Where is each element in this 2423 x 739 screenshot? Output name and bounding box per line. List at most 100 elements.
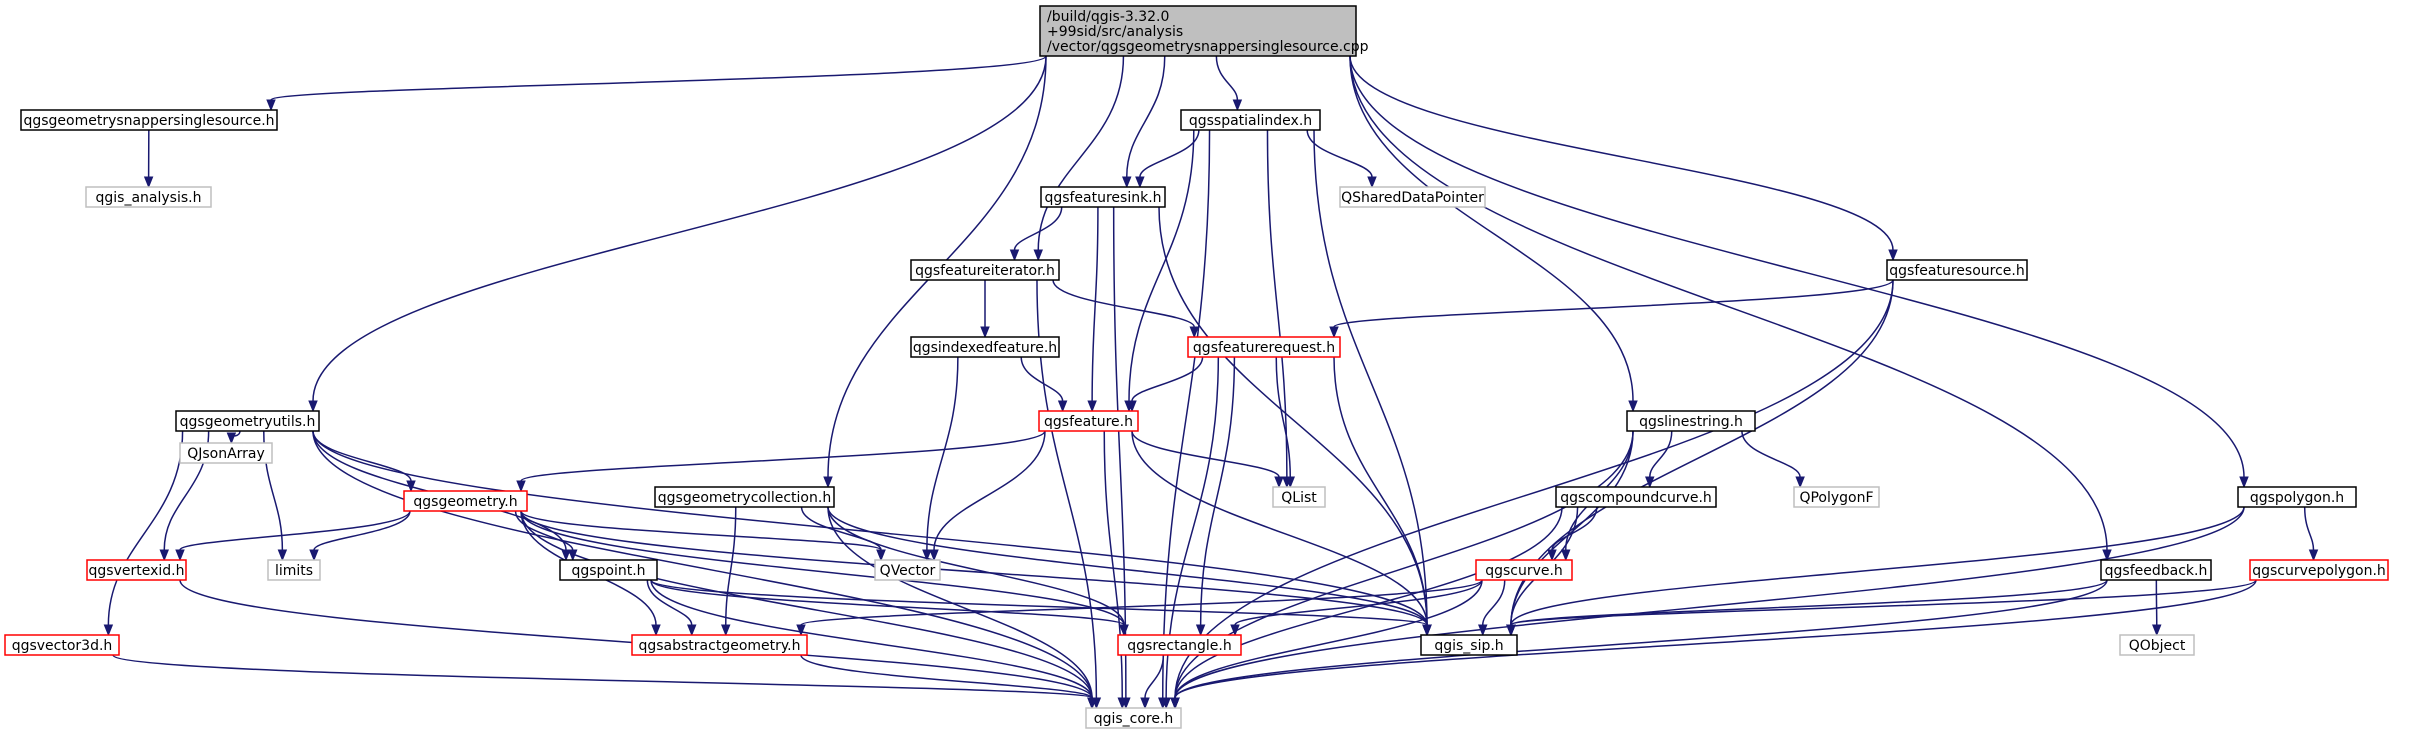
node-box — [1793, 486, 1880, 508]
node-qobject[interactable]: QObject — [2119, 634, 2195, 656]
nodes-layer: /build/qgis-3.32.0+99sid/src/analysis/ve… — [4, 5, 2389, 729]
node-label: QPolygonF — [1799, 490, 1873, 506]
edge-spatialindex-to-qgis_core — [1158, 129, 1211, 710]
node-snapper_h[interactable]: qgsgeometrysnappersinglesource.h — [20, 109, 278, 131]
edge-snapper_h-to-qgis_analysis — [143, 129, 154, 189]
edge-featurerequest-to-qlist — [1275, 356, 1295, 489]
edge-abstractgeometry-to-qgis_core — [800, 654, 1097, 710]
edge-root-to-snapper_h — [266, 55, 1047, 112]
node-vector3d[interactable]: qgsvector3d.h — [4, 634, 120, 656]
edge-root-to-feedback — [1349, 55, 2112, 562]
node-box — [910, 259, 1060, 281]
edge-feature-to-qvector — [929, 430, 1046, 562]
node-feedback[interactable]: qgsfeedback.h — [2100, 559, 2212, 581]
node-box — [1040, 186, 1166, 208]
edge-root-to-featuresource — [1349, 55, 1898, 262]
node-box — [2119, 634, 2195, 656]
edge-compoundcurve-to-curve — [1547, 506, 1598, 562]
node-qvector[interactable]: QVector — [874, 559, 941, 581]
edge-geometryutils-to-qgis_core — [312, 430, 1097, 710]
node-box — [2100, 559, 2212, 581]
node-compoundcurve[interactable]: qgscompoundcurve.h — [1555, 486, 1717, 508]
node-label: qgis_sip.h — [1434, 638, 1503, 654]
node-label: QVector — [880, 563, 936, 579]
edge-featuresource-to-qgis_sip — [1506, 279, 1894, 637]
edge-spatialindex-to-feature — [1124, 129, 1195, 413]
node-feature[interactable]: qgsfeature.h — [1038, 410, 1139, 432]
node-box — [1339, 186, 1486, 208]
node-curve[interactable]: qgscurve.h — [1475, 559, 1573, 581]
edge-featuresource-to-featurerequest — [1329, 279, 1894, 339]
edge-linestring-to-qpolygonf — [1741, 430, 1805, 489]
node-featureiterator[interactable]: qgsfeatureiterator.h — [910, 259, 1060, 281]
node-qpolygonf[interactable]: QPolygonF — [1793, 486, 1880, 508]
node-geometryutils[interactable]: qgsgeometryutils.h — [175, 410, 320, 432]
edge-featureiterator-to-indexedfeature — [980, 280, 990, 339]
node-qjsonarray[interactable]: QJsonArray — [179, 442, 273, 464]
node-featurerequest[interactable]: qgsfeaturerequest.h — [1187, 336, 1341, 358]
node-box — [910, 336, 1060, 358]
node-qgis_core[interactable]: qgis_core.h — [1085, 707, 1182, 729]
node-abstractgeometry[interactable]: qgsabstractgeometry.h — [631, 634, 808, 656]
edge-point-to-abstractgeometry — [646, 579, 697, 637]
edge-featuresink-to-qgis_sip — [1158, 206, 1432, 637]
node-box — [1085, 707, 1182, 729]
node-qgis_analysis[interactable]: qgis_analysis.h — [85, 186, 212, 208]
node-box — [86, 559, 187, 581]
node-label: qgsfeature.h — [1044, 414, 1133, 430]
node-label: QSharedDataPointer — [1341, 190, 1484, 206]
node-label: qgsrectangle.h — [1127, 638, 1231, 654]
edge-point-to-qgis_sip — [650, 579, 1432, 637]
edge-compoundcurve-to-qgis_core — [1170, 506, 1563, 710]
node-curvepolygon[interactable]: qgscurvepolygon.h — [2249, 559, 2389, 581]
node-box — [175, 410, 320, 432]
node-qgis_sip[interactable]: qgis_sip.h — [1420, 634, 1518, 656]
edge-geometry-to-limits — [309, 510, 411, 562]
node-label: QObject — [2129, 638, 2186, 654]
node-box — [874, 559, 941, 581]
node-qshareddatapointer[interactable]: QSharedDataPointer — [1339, 186, 1486, 208]
node-label: qgsgeometry.h — [413, 494, 517, 510]
edge-geometryutils-to-qgis_sip — [312, 430, 1432, 637]
node-geometrycollection[interactable]: qgsgeometrycollection.h — [654, 486, 835, 508]
node-label: qgsfeatureiterator.h — [915, 263, 1055, 279]
node-qlist[interactable]: QList — [1272, 486, 1326, 508]
node-limits[interactable]: limits — [267, 559, 321, 581]
node-label: QJsonArray — [187, 446, 265, 462]
node-box — [1420, 634, 1518, 656]
node-label: qgsvertexid.h — [89, 563, 185, 579]
node-featuresource[interactable]: qgsfeaturesource.h — [1886, 259, 2028, 281]
node-root[interactable]: /build/qgis-3.32.0+99sid/src/analysis/ve… — [1039, 5, 1369, 57]
edge-root-to-geometryutils — [308, 55, 1047, 413]
node-vertexid[interactable]: qgsvertexid.h — [86, 559, 187, 581]
edge-polygon-to-qgis_core — [1170, 506, 2245, 710]
node-featuresink[interactable]: qgsfeaturesink.h — [1040, 186, 1166, 208]
node-box — [654, 486, 835, 508]
node-box — [1555, 486, 1717, 508]
edge-root-to-polygon — [1349, 55, 2249, 489]
node-indexedfeature[interactable]: qgsindexedfeature.h — [910, 336, 1060, 358]
node-label: QList — [1281, 490, 1317, 506]
edge-feedback-to-qobject — [2152, 579, 2162, 637]
node-polygon[interactable]: qgspolygon.h — [2237, 486, 2357, 508]
edge-geometry-to-vertexid — [175, 510, 411, 562]
node-linestring[interactable]: qgslinestring.h — [1626, 410, 1756, 432]
node-box — [20, 109, 278, 131]
edge-featureiterator-to-featurerequest — [1052, 279, 1199, 339]
edge-curvepolygon-to-qgis_sip — [1506, 579, 2257, 637]
node-box — [1117, 634, 1242, 656]
node-geometry[interactable]: qgsgeometry.h — [403, 490, 528, 512]
node-label: qgis_analysis.h — [96, 190, 202, 206]
node-spatialindex[interactable]: qgsspatialindex.h — [1180, 109, 1321, 131]
node-point[interactable]: qgspoint.h — [559, 559, 658, 581]
node-rectangle[interactable]: qgsrectangle.h — [1117, 634, 1242, 656]
edge-geometryutils-to-vector3d — [103, 430, 184, 637]
node-label: qgsgeometrysnappersinglesource.h — [23, 113, 274, 129]
node-box — [179, 442, 273, 464]
node-label: +99sid/src/analysis — [1047, 24, 1183, 40]
node-label: qgsfeaturerequest.h — [1193, 340, 1335, 356]
node-box — [1180, 109, 1321, 131]
node-box — [1475, 559, 1573, 581]
node-box — [1272, 486, 1326, 508]
